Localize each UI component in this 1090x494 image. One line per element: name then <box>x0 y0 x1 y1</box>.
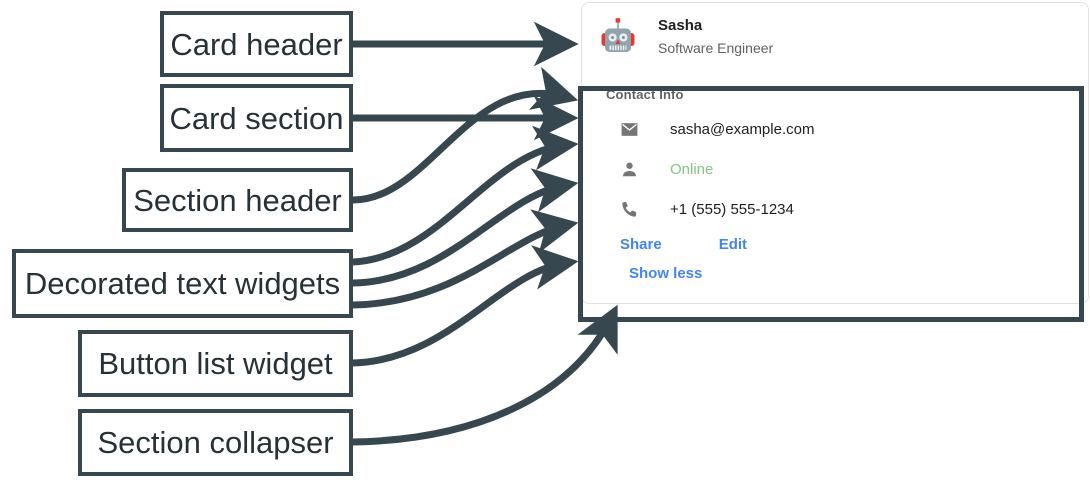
callout-label: Card header <box>170 26 343 62</box>
card-title: Sasha <box>658 17 703 34</box>
phone-value: +1 (555) 555-1234 <box>670 200 794 218</box>
decorated-text-widget-status: Online <box>596 156 1074 182</box>
callout-card-section: Card section <box>160 84 353 152</box>
robot-avatar-icon <box>596 15 640 59</box>
status-value: Online <box>670 160 714 178</box>
callout-section-collapser: Section collapser <box>78 409 353 476</box>
section-collapser: Show less <box>629 265 1074 283</box>
card-subtitle: Software Engineer <box>658 40 774 56</box>
callout-card-header: Card header <box>160 11 353 77</box>
share-button[interactable]: Share <box>620 236 662 253</box>
section-header: Contact Info <box>606 87 684 102</box>
callout-label: Section collapser <box>97 425 334 460</box>
contact-card: Sasha Software Engineer Contact Info sas… <box>581 2 1089 304</box>
email-icon <box>618 120 640 139</box>
callout-label: Section header <box>133 182 342 218</box>
button-list-widget: Share Edit <box>620 236 1074 253</box>
arrow-button-list <box>352 245 579 367</box>
card-header-text: Sasha Software Engineer <box>658 17 773 57</box>
phone-icon <box>618 200 640 219</box>
arrow-section-collapser <box>352 304 618 446</box>
edit-button[interactable]: Edit <box>718 236 748 253</box>
email-value: sasha@example.com <box>670 120 815 138</box>
callout-label: Decorated text widgets <box>24 266 341 301</box>
arrow-text-widget-email <box>352 125 579 266</box>
person-icon <box>618 160 640 179</box>
arrow-text-widget-online <box>352 168 579 287</box>
card-section: Contact Info sasha@example.com <box>582 71 1088 303</box>
decorated-text-widget-email: sasha@example.com <box>596 116 1074 142</box>
decorated-text-widget-phone: +1 (555) 555-1234 <box>596 196 1074 222</box>
callout-decorated-text-widgets: Decorated text widgets <box>12 249 353 318</box>
callout-button-list-widget: Button list widget <box>78 330 353 397</box>
show-less-button[interactable]: Show less <box>629 265 703 282</box>
arrow-text-widget-phone <box>352 209 579 309</box>
callout-label: Button list widget <box>98 346 333 381</box>
card-header: Sasha Software Engineer <box>582 3 1088 71</box>
arrow-section-header <box>352 66 579 204</box>
callout-section-header: Section header <box>122 168 353 232</box>
callout-label: Card section <box>169 100 344 136</box>
